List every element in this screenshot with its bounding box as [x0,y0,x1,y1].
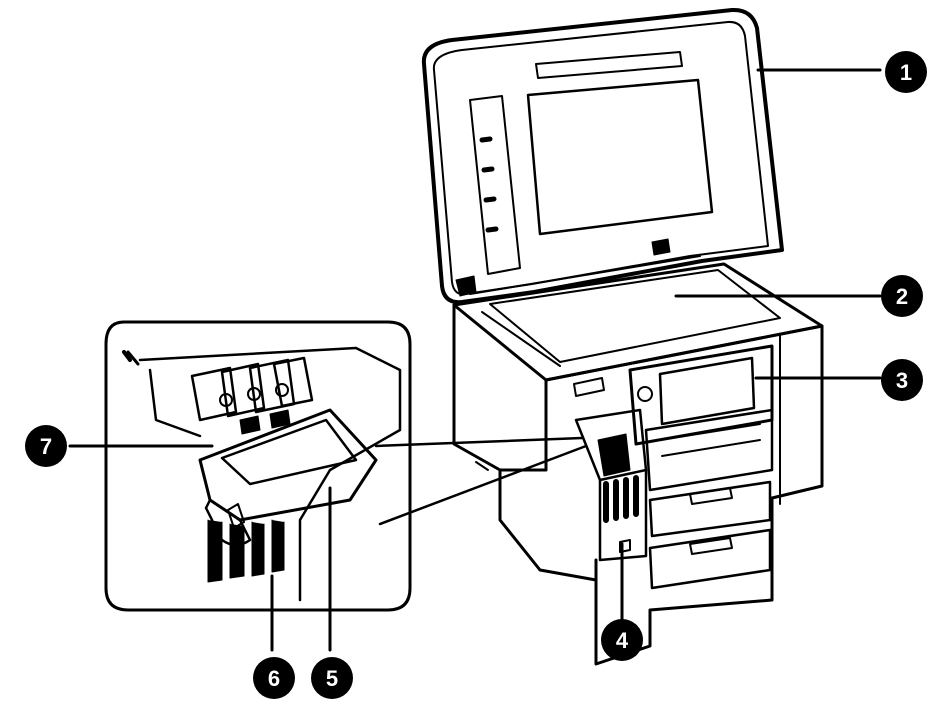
callout-1: 1 [885,51,927,93]
callout-7: 7 [25,425,67,467]
callout-5-label: 5 [326,666,338,691]
callout-badges: 1 2 3 4 5 6 7 [25,51,927,699]
callout-2-label: 2 [896,284,908,309]
callout-7-label: 7 [40,434,52,459]
callout-3-label: 3 [896,368,908,393]
callout-6-label: 6 [268,666,280,691]
scanner-lid [421,7,784,305]
callout-4: 4 [601,619,643,661]
callout-2: 2 [881,275,923,317]
leader-lines [68,68,882,652]
ink-tank-detail-inset [104,320,588,612]
callout-6: 6 [253,657,295,699]
callout-1-label: 1 [900,60,912,85]
callout-4-label: 4 [616,628,629,653]
callout-5: 5 [311,657,353,699]
printer-body [452,303,824,666]
callout-3: 3 [881,359,923,401]
